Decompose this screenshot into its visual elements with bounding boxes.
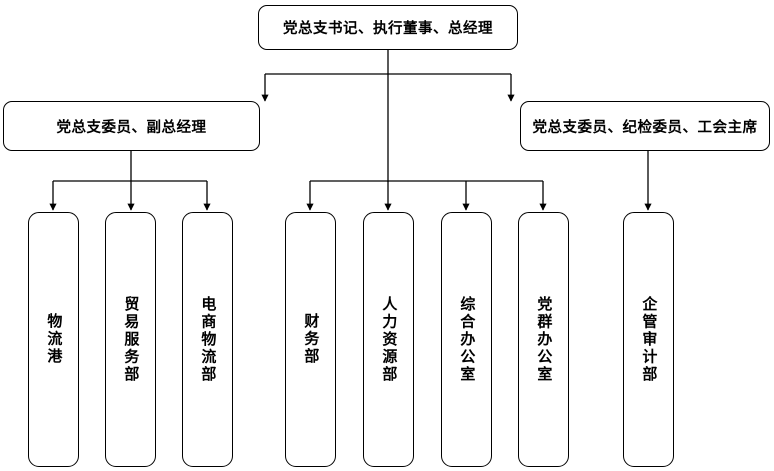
node-label: 电商物流部 <box>199 295 218 384</box>
node-ecommerce-logistics-department[interactable]: 电商物流部 <box>182 212 233 467</box>
node-trade-service-department[interactable]: 贸易服务部 <box>105 212 156 467</box>
node-party-committee-member-deputy-general-manager[interactable]: 党总支委员、副总经理 <box>3 101 260 151</box>
node-label: 财务部 <box>302 313 321 366</box>
node-label: 企管审计部 <box>640 295 659 384</box>
node-label: 党总支委员、纪检委员、工会主席 <box>532 119 758 136</box>
node-enterprise-management-audit-department[interactable]: 企管审计部 <box>623 212 674 467</box>
node-label: 党总支委员、副总经理 <box>56 119 207 136</box>
node-general-office[interactable]: 综合办公室 <box>441 212 492 467</box>
node-finance-department[interactable]: 财务部 <box>285 212 336 467</box>
node-party-mass-work-office[interactable]: 党群办公室 <box>518 212 569 467</box>
node-party-committee-member-discipline-inspector-union-chairman[interactable]: 党总支委员、纪检委员、工会主席 <box>520 101 770 151</box>
node-label: 物流港 <box>45 313 64 366</box>
node-label: 党总支书记、执行董事、总经理 <box>283 21 493 37</box>
node-human-resources-department[interactable]: 人力资源部 <box>363 212 414 467</box>
node-party-secretary-executive-director-general-manager[interactable]: 党总支书记、执行董事、总经理 <box>258 5 518 50</box>
node-label: 综合办公室 <box>458 295 477 384</box>
node-label: 贸易服务部 <box>122 295 141 384</box>
node-label: 人力资源部 <box>380 295 399 384</box>
node-label: 党群办公室 <box>535 295 554 384</box>
node-logistics-port[interactable]: 物流港 <box>28 212 79 467</box>
